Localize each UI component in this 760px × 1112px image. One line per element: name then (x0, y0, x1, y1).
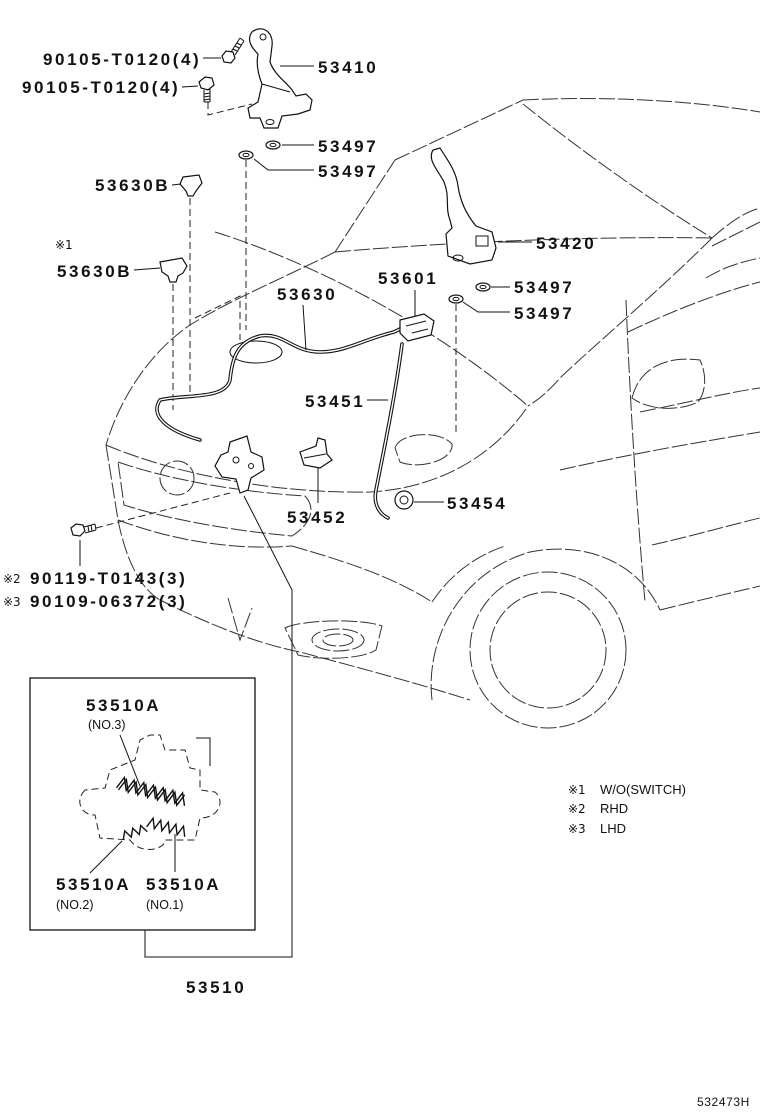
assembly-lines (95, 102, 457, 529)
callout-label: 53630B (57, 262, 132, 281)
lock-bolt-drawing (70, 523, 97, 537)
callout-label: 53497 (514, 304, 574, 323)
hood-lock-drawing (214, 435, 265, 494)
inset-spring-label: 53510A (86, 696, 161, 715)
legend-mark: ※2 (568, 802, 586, 816)
clip-upper-drawing (179, 174, 203, 197)
legend: ※1 W/O(SWITCH) ※2 RHD ※3 LHD (568, 782, 686, 836)
inset-spring-label: 53510A (146, 875, 221, 894)
callout-label: 53630 (277, 285, 337, 304)
inset-box (29, 677, 256, 931)
callout-label: 53630B (95, 176, 170, 195)
callout-label: 90105-T0120(4) (43, 50, 201, 69)
note-mark: ※3 (3, 595, 21, 609)
note-mark: ※2 (3, 572, 21, 586)
callout-label: 90109-06372(3) (30, 592, 187, 611)
inset-spring-sub: (NO.2) (56, 898, 94, 912)
cable-drawing (155, 326, 404, 442)
washer-left-drawing (238, 140, 281, 160)
callout-label: 90119-T0143(3) (30, 569, 187, 588)
lever-drawing (399, 313, 435, 342)
assembly-label: 53510 (186, 978, 246, 997)
callout-label: 53497 (514, 278, 574, 297)
inset-spring-label: 53510A (56, 875, 131, 894)
callout-label: 53452 (287, 508, 347, 527)
bolt-lower-drawing (198, 76, 215, 103)
callout-label: 53454 (447, 494, 507, 513)
washer-right-drawing (448, 282, 491, 304)
callout-label: 53601 (378, 269, 438, 288)
leader-lines (79, 57, 532, 958)
callout-label: 53497 (318, 137, 378, 156)
callout-label: 53497 (318, 162, 378, 181)
note-mark: ※1 (55, 238, 73, 252)
callout-label: 53420 (536, 234, 596, 253)
callout-label: 90105-T0120(4) (22, 78, 180, 97)
spring-no2-drawing (122, 824, 148, 840)
rod-drawing (373, 342, 404, 520)
legend-text: RHD (600, 801, 628, 816)
inset-spring-sub: (NO.3) (88, 718, 126, 732)
inset-spring-sub: (NO.1) (146, 898, 184, 912)
callout-label: 53451 (305, 392, 365, 411)
hinge-left-drawing (247, 28, 313, 129)
cushion-drawing (394, 490, 414, 510)
legend-mark: ※1 (568, 783, 586, 797)
spring-no1-drawing (146, 816, 186, 837)
figure-id: 532473H (697, 1095, 750, 1109)
bolt-upper-drawing (221, 37, 245, 64)
vehicle-outline (105, 98, 760, 729)
clip-lower-drawing (159, 257, 188, 283)
spring-no3-drawing (115, 775, 186, 806)
legend-mark: ※3 (568, 822, 586, 836)
callout-label: 53410 (318, 58, 378, 77)
legend-text: LHD (600, 821, 626, 836)
holder-drawing (299, 437, 333, 469)
legend-text: W/O(SWITCH) (600, 782, 686, 797)
hinge-right-drawing (430, 147, 497, 265)
